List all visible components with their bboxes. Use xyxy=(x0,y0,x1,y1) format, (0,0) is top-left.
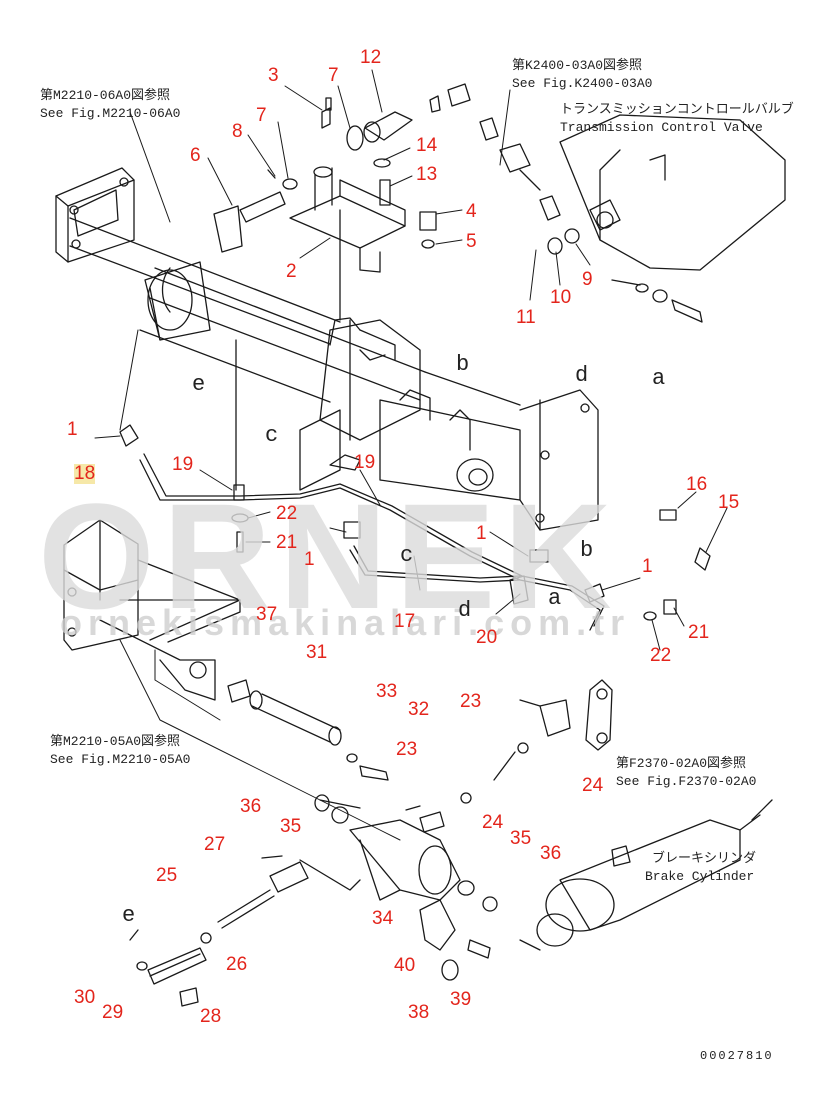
part-number[interactable]: 32 xyxy=(408,699,430,720)
view-letter: e xyxy=(122,903,136,928)
part-number[interactable]: 36 xyxy=(540,843,562,864)
pedal-lever xyxy=(299,794,498,981)
drawing-code: 00027810 xyxy=(700,1049,774,1063)
leader-lines xyxy=(94,69,728,841)
view-letter: c xyxy=(265,423,279,448)
part-number[interactable]: 7 xyxy=(328,65,339,86)
part-number[interactable]: 31 xyxy=(306,642,328,663)
part-number[interactable]: 13 xyxy=(416,164,438,185)
rod-31 xyxy=(249,690,389,781)
ref-m2210-06a0-en: See Fig.M2210-06A0 xyxy=(40,106,181,121)
part-number[interactable]: 1 xyxy=(642,556,653,577)
part-number[interactable]: 21 xyxy=(276,532,298,553)
ref-m2210-06a0-jp: 第M2210-06A0図参照 xyxy=(40,88,171,103)
part-number[interactable]: 2 xyxy=(286,261,297,282)
ref-m2210-05a0-en: See Fig.M2210-05A0 xyxy=(50,752,191,767)
part-number[interactable]: 26 xyxy=(226,954,248,975)
part-number[interactable]: 27 xyxy=(204,834,226,855)
part-number[interactable]: 22 xyxy=(650,645,672,666)
view-letter: c xyxy=(400,543,414,568)
part-number[interactable]: 1 xyxy=(304,549,315,570)
part-number[interactable]: 1 xyxy=(67,419,78,440)
part-number[interactable]: 19 xyxy=(172,454,194,475)
bracket-2 xyxy=(289,166,406,321)
part-number[interactable]: 21 xyxy=(688,622,710,643)
part-number[interactable]: 30 xyxy=(74,987,96,1008)
part-number[interactable]: 14 xyxy=(416,135,438,156)
part-number[interactable]: 35 xyxy=(280,816,302,837)
part-number[interactable]: 36 xyxy=(240,796,262,817)
part-number[interactable]: 4 xyxy=(466,201,477,222)
view-letter: e xyxy=(192,372,206,397)
part-number[interactable]: 24 xyxy=(582,775,604,796)
rod-27-assembly xyxy=(129,855,309,1007)
lower-bracket xyxy=(63,519,251,703)
part-number[interactable]: 19 xyxy=(354,452,376,473)
watermark-url: ornekismakinalari.com.tr xyxy=(60,602,631,643)
lever-f2370 xyxy=(405,679,613,833)
transmission-valve xyxy=(479,114,786,323)
part-number[interactable]: 33 xyxy=(376,681,398,702)
part-number[interactable]: 25 xyxy=(156,865,178,886)
brake-cylinder-label-en: Brake Cylinder xyxy=(645,869,755,884)
part-number[interactable]: 23 xyxy=(460,691,482,712)
brake-pipe xyxy=(119,339,711,631)
part-number[interactable]: 35 xyxy=(510,828,532,849)
part-number[interactable]: 6 xyxy=(190,145,201,166)
part-number[interactable]: 12 xyxy=(360,47,382,68)
ref-f2370-02a0-en: See Fig.F2370-02A0 xyxy=(616,774,757,789)
part-number[interactable]: 22 xyxy=(276,503,298,524)
part-number[interactable]: 7 xyxy=(256,105,267,126)
upper-bracket-plate xyxy=(55,167,135,263)
part-number[interactable]: 38 xyxy=(408,1002,430,1023)
top-small-parts xyxy=(213,83,471,253)
view-letter: b xyxy=(580,538,594,563)
part-number[interactable]: 23 xyxy=(396,739,418,760)
part-number[interactable]: 11 xyxy=(516,307,536,328)
part-number[interactable]: 9 xyxy=(582,269,593,290)
part-number[interactable]: 8 xyxy=(232,121,243,142)
part-number[interactable]: 37 xyxy=(256,604,278,625)
part-number[interactable]: 1 xyxy=(476,523,487,544)
transmission-valve-label-jp: トランスミッションコントロールバルブ xyxy=(560,102,794,117)
watermark-logo: ORNEK xyxy=(38,472,620,640)
part-number[interactable]: 20 xyxy=(476,627,498,648)
part-number[interactable]: 16 xyxy=(686,474,708,495)
part-number[interactable]: 18 xyxy=(74,463,96,484)
view-letter: d xyxy=(575,363,589,388)
part-number[interactable]: 3 xyxy=(268,65,279,86)
part-number[interactable]: 39 xyxy=(450,989,472,1010)
part-number[interactable]: 28 xyxy=(200,1006,222,1027)
brake-cylinder xyxy=(519,799,773,951)
view-letter: b xyxy=(456,352,470,377)
view-letter: d xyxy=(458,598,472,623)
part-number[interactable]: 15 xyxy=(718,492,740,513)
part-number[interactable]: 34 xyxy=(372,908,394,929)
center-housing xyxy=(299,317,599,531)
ref-f2370-02a0-jp: 第F2370-02A0図参照 xyxy=(616,756,747,771)
view-letter: a xyxy=(548,586,562,611)
ref-m2210-05a0-jp: 第M2210-05A0図参照 xyxy=(50,734,181,749)
part-number[interactable]: 10 xyxy=(550,287,572,308)
ref-k2400-03a0-en: See Fig.K2400-03A0 xyxy=(512,76,653,91)
view-letter: a xyxy=(652,366,666,391)
ref-k2400-03a0-jp: 第K2400-03A0図参照 xyxy=(512,58,643,73)
part-number[interactable]: 17 xyxy=(394,611,416,632)
transmission-valve-label-en: Transmission Control Valve xyxy=(560,120,763,135)
part-number[interactable]: 5 xyxy=(466,231,477,252)
upper-shaft xyxy=(69,217,426,403)
part-number[interactable]: 29 xyxy=(102,1002,124,1023)
part-number[interactable]: 40 xyxy=(394,955,416,976)
brake-cylinder-label-jp: ブレーキシリンダ xyxy=(652,851,757,866)
part-number[interactable]: 24 xyxy=(482,812,504,833)
